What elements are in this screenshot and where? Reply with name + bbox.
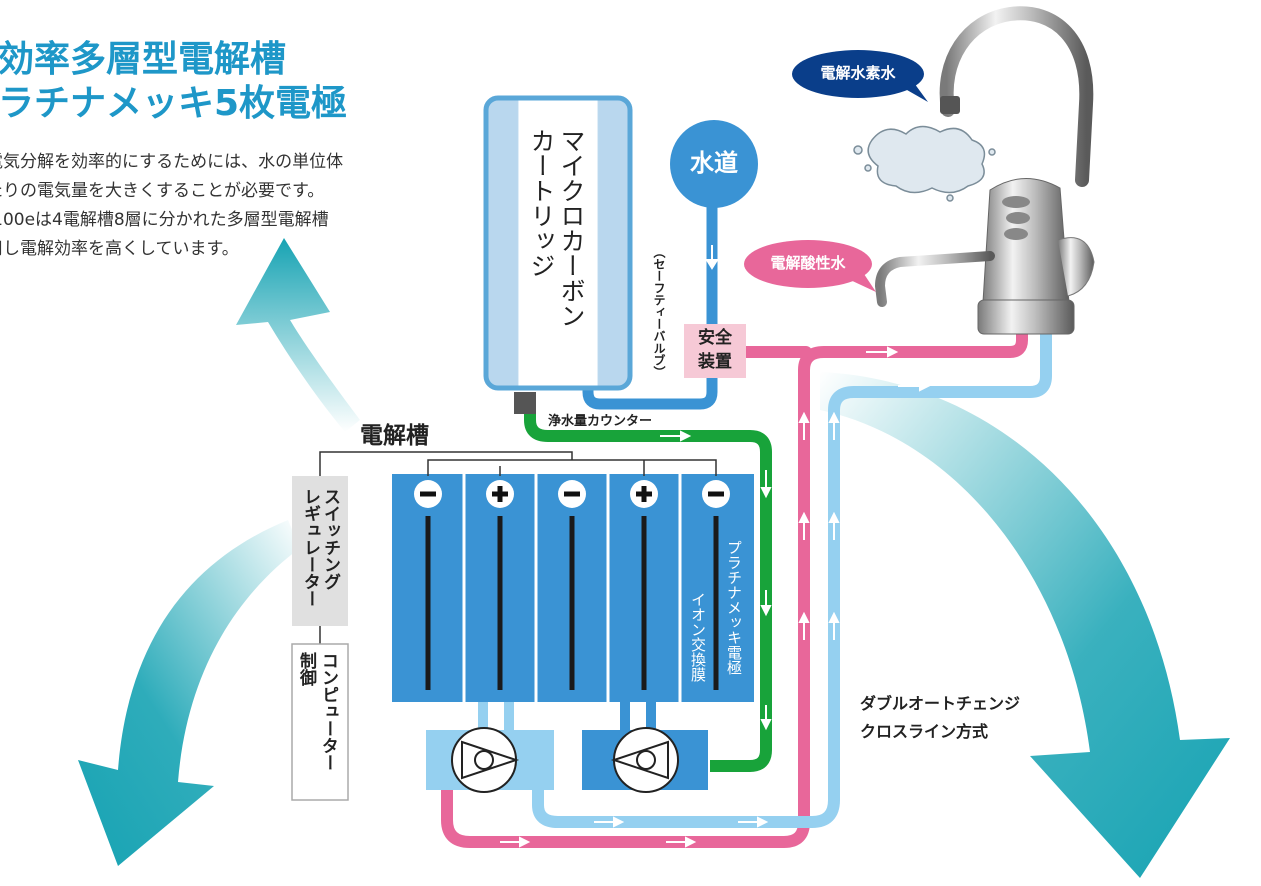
pump-acidic-icon bbox=[610, 727, 679, 793]
pump-hydrogen-icon bbox=[451, 727, 520, 793]
flow-arrow-left-down bbox=[78, 520, 300, 866]
control-boxes bbox=[291, 476, 349, 801]
arrow-up-pink-2 bbox=[798, 511, 810, 540]
tank-bracket bbox=[319, 451, 717, 476]
arrow-up-blue-3 bbox=[828, 611, 840, 640]
safety-device-line2: 装置 bbox=[698, 352, 732, 372]
cartridge bbox=[483, 95, 633, 414]
safety-valve-label: （セーフティーバルブ） bbox=[652, 246, 666, 378]
faucet-button-3 bbox=[1004, 228, 1028, 240]
crossline-label: ダブルオートチェンジ クロスライン方式 bbox=[860, 690, 1020, 746]
arrow-right-blue-bottom-1 bbox=[594, 816, 625, 828]
flow-arrow-right-down bbox=[820, 372, 1230, 878]
electrode-sign-vbar bbox=[497, 486, 503, 502]
arrow-up-pink-1 bbox=[798, 411, 810, 440]
counter-sensor bbox=[514, 392, 536, 414]
arrow-up-blue-1 bbox=[828, 411, 840, 440]
electrode-signs bbox=[414, 480, 730, 508]
arrow-up-blue-2 bbox=[828, 511, 840, 540]
switching-regulator-col2: レギュレーター bbox=[300, 488, 320, 607]
tap-water-pipe bbox=[582, 196, 718, 410]
arrow-down-green-3 bbox=[760, 705, 772, 731]
hydrogen-water-label: 電解水素水 bbox=[820, 64, 896, 82]
acidic-water-callout bbox=[744, 240, 876, 292]
electrode-sign-bar bbox=[564, 491, 580, 497]
water-splash-icon bbox=[853, 125, 996, 202]
arrow-down-green-1 bbox=[760, 470, 772, 499]
crossline-line2: クロスライン方式 bbox=[860, 722, 989, 741]
arrow-down-tap bbox=[705, 245, 719, 270]
acidic-water-label: 電解酸性水 bbox=[770, 254, 846, 272]
pumps bbox=[426, 702, 708, 793]
safety-device-line1: 安全 bbox=[698, 328, 732, 348]
crossline-line1: ダブルオートチェンジ bbox=[860, 694, 1021, 713]
cartridge-label-main: マイクロカーボン bbox=[557, 128, 586, 328]
arrow-up-pink-3 bbox=[798, 611, 810, 640]
description-line4: 用し電解効率を高くしています。 bbox=[0, 239, 239, 259]
flow-arrow-left-up bbox=[236, 238, 360, 432]
acidic-water-pipe bbox=[441, 324, 1028, 848]
filtered-water-pipe bbox=[524, 398, 772, 772]
electrode-label: プラチナメッキ電極 bbox=[725, 540, 743, 675]
arrow-right-pink-bottom-2 bbox=[666, 836, 697, 848]
computer-control-col2: 制御 bbox=[296, 652, 316, 686]
description-line3: -100eは4電解槽8層に分かれた多層型電解槽 bbox=[0, 210, 329, 230]
hydrogen-water-callout bbox=[792, 50, 928, 102]
faucet-illustration bbox=[874, 6, 1095, 335]
description-line1: 電気分解を効率的にするためには、水の単位体 bbox=[0, 152, 344, 172]
tap-water-badge bbox=[670, 120, 758, 208]
description-line2: たりの電気量を大きくすることが必要です。 bbox=[0, 181, 325, 201]
tank-title: 電解槽 bbox=[360, 423, 429, 449]
electrode-sign-vbar bbox=[641, 486, 647, 502]
faucet-button-2 bbox=[1006, 212, 1030, 224]
computer-control-col1: コンピューター bbox=[318, 652, 338, 771]
safety-device-box bbox=[684, 324, 746, 378]
hydrogen-water-pipe bbox=[532, 324, 1052, 828]
electrode-sign-bar bbox=[420, 491, 436, 497]
switching-regulator-col1: スイッチング bbox=[320, 488, 340, 590]
description: 電気分解を効率的にするためには、水の単位体 たりの電気量を大きくすることが必要で… bbox=[0, 148, 456, 264]
water-counter-label: 浄水量カウンター bbox=[548, 414, 653, 429]
arrow-right-pink-bottom-1 bbox=[500, 836, 531, 848]
membrane-label: イオン交換膜 bbox=[689, 592, 707, 682]
arrow-right-pink-top bbox=[866, 346, 899, 358]
arrow-right-blue-top bbox=[898, 380, 931, 392]
arrow-down-green-2 bbox=[760, 590, 772, 617]
electrolysis-tank bbox=[392, 474, 754, 702]
tap-water-label: 水道 bbox=[690, 149, 738, 177]
safety-device-label: 安全 装置 bbox=[684, 326, 746, 374]
arrow-right-blue-bottom-2 bbox=[738, 816, 769, 828]
page-title-line2: ラチナメッキ5枚電極 bbox=[0, 83, 348, 124]
electrode-sign-bar bbox=[708, 491, 724, 497]
cartridge-label-sub: カートリッジ bbox=[527, 128, 556, 278]
faucet-button-1 bbox=[1002, 196, 1030, 208]
page-title-line1: 効率多層型電解槽 bbox=[0, 39, 287, 80]
arrow-right-green bbox=[660, 430, 692, 442]
flow-direction-arrows bbox=[500, 245, 931, 848]
